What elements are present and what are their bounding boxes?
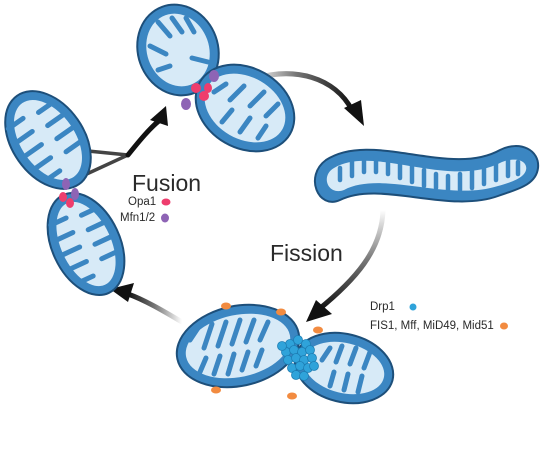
- drp1-legend-icon: [409, 303, 417, 311]
- fission-label: Fission: [270, 240, 343, 266]
- opa1-marker: [191, 83, 201, 93]
- adaptor-legend: FIS1, Mff, MiD49, Mid51: [370, 320, 509, 332]
- opa1-marker: [59, 192, 67, 202]
- adaptor-proteins: [211, 302, 323, 400]
- opa1-legend-text: Opa1: [128, 196, 157, 208]
- arrow-left-to-fusion: [76, 106, 168, 180]
- opa1-legend: Opa1: [128, 196, 171, 208]
- tethering-proteins-top: [181, 70, 219, 110]
- adaptor-legend-icon: [499, 322, 508, 330]
- opa1-marker: [199, 91, 209, 101]
- mfn-legend: Mfn1/2: [120, 212, 170, 224]
- tethering-proteins-left: [59, 178, 79, 208]
- mfn-legend-icon: [161, 213, 170, 223]
- arrow-fission-to-fusion: [110, 283, 185, 325]
- drp1-legend-text: Drp1: [370, 301, 395, 313]
- opa1-marker: [204, 83, 212, 93]
- mitochondrion-elongated: [314, 145, 540, 203]
- mitochondrion-left-upper: [4, 90, 92, 190]
- opa1-legend-icon: [161, 198, 171, 206]
- drp1-ring: [277, 335, 319, 381]
- drp1-legend: Drp1: [370, 301, 418, 313]
- fusion-label: Fusion: [132, 170, 202, 196]
- mfn-marker: [62, 178, 70, 190]
- mfn-legend-text: Mfn1/2: [120, 212, 156, 224]
- mitochondrion-top-fusing: [136, 3, 296, 153]
- opa1-marker: [66, 198, 74, 208]
- adaptor-legend-text: FIS1, Mff, MiD49, Mid51: [370, 320, 494, 332]
- mfn-marker: [209, 70, 219, 82]
- arrow-elongation-to-fission: [306, 207, 386, 322]
- mitochondrion-bottom-dividing: [175, 303, 395, 405]
- mitochondrion-left-lower: [46, 191, 126, 297]
- mfn-marker: [181, 98, 191, 110]
- mfn-marker: [71, 188, 79, 200]
